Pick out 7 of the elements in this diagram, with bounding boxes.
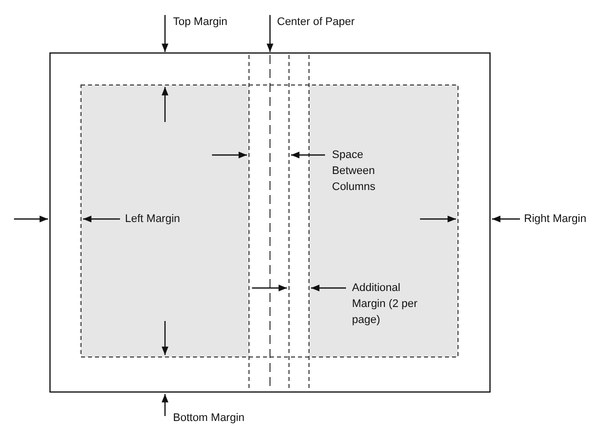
callout-text: Space Between Columns <box>332 148 376 195</box>
callout-text: Top Margin <box>173 15 228 30</box>
callout-text: Left Margin <box>125 212 180 227</box>
callout-text: Center of Paper <box>277 15 355 30</box>
callout-text: Right Margin <box>524 212 586 227</box>
callout-text: Bottom Margin <box>173 411 245 426</box>
callout-text: Additional Margin (2 per page) <box>352 281 418 328</box>
